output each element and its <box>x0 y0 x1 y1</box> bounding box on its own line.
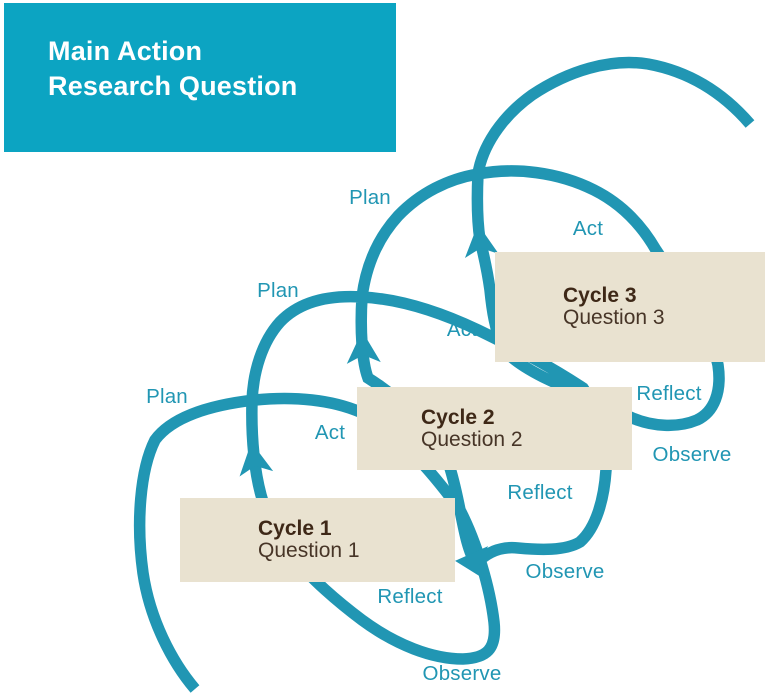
arrowhead-act-cycle2-icon <box>346 331 381 364</box>
arrowhead-observe-cycle2-icon <box>455 546 489 581</box>
cycle-3-text: Cycle 3 Question 3 <box>563 285 665 329</box>
phase-label-reflect-cycle1: Reflect <box>377 585 443 608</box>
cycle-3-question: Question 3 <box>563 306 665 329</box>
spiral-path <box>133 56 755 693</box>
arrowhead-act-cycle3-icon <box>464 224 499 258</box>
diagram-title-line2: Research Question <box>48 71 298 101</box>
cycle-1-card: Cycle 1 Question 1 <box>180 498 455 582</box>
phase-label-plan-cycle3: Plan <box>349 186 391 209</box>
phase-label-act-cycle1: Act <box>314 421 346 444</box>
phase-label-plan-cycle1: Plan <box>146 385 188 408</box>
phase-label-observe-cycle3: Observe <box>652 443 732 466</box>
phase-label-plan-cycle2: Plan <box>257 279 299 302</box>
cycle-2-card: Cycle 2 Question 2 <box>357 387 632 470</box>
phase-label-observe-cycle2: Observe <box>525 560 605 583</box>
diagram-title-block: Main Action Research Question <box>4 3 396 152</box>
cycle-2-question: Question 2 <box>421 427 523 451</box>
phase-label-act-cycle3: Act <box>572 217 604 240</box>
cycle-2-text: Cycle 2 Question 2 <box>421 405 523 451</box>
diagram-title-line1: Main Action <box>48 36 203 66</box>
cycle-3-card: Cycle 3 Question 3 <box>495 252 765 362</box>
cycle-2-title: Cycle 2 <box>421 405 495 429</box>
arrowhead-act-cycle1-icon <box>239 442 274 477</box>
phase-label-act-cycle2: Act <box>446 318 478 341</box>
cycle-3-title: Cycle 3 <box>563 284 637 307</box>
cycle-1-title: Cycle 1 <box>258 517 332 540</box>
cycle-1-text: Cycle 1 Question 1 <box>258 518 360 562</box>
phase-label-reflect-cycle3: Reflect <box>636 382 702 405</box>
phase-label-observe-cycle1: Observe <box>422 662 502 685</box>
cycle-1-question: Question 1 <box>258 539 360 562</box>
phase-label-reflect-cycle2: Reflect <box>507 481 573 504</box>
diagram-title: Main Action Research Question <box>48 34 396 104</box>
